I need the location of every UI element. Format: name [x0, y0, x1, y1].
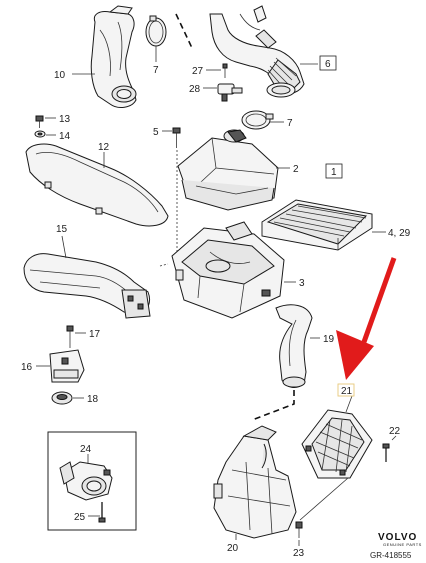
- airbox-housing-part-3[interactable]: [171, 221, 285, 319]
- callout-10: 10: [54, 70, 66, 81]
- callout-13: 13: [59, 114, 71, 125]
- resonator-duct-part-15[interactable]: [23, 253, 151, 319]
- screw-part-23[interactable]: [295, 521, 303, 538]
- screw-part-22[interactable]: [382, 443, 390, 462]
- assembly-path-line: [175, 13, 193, 49]
- assembly-path-line-lower: [251, 390, 295, 421]
- callout-2: 2: [293, 164, 299, 175]
- callout-25: 25: [74, 512, 86, 523]
- callout-box-21: [337, 383, 355, 397]
- callout-14: 14: [59, 131, 71, 142]
- hose-clamp-part-7-top[interactable]: [145, 15, 167, 47]
- hose-part-19[interactable]: [275, 304, 313, 388]
- red-pointer-arrow: [336, 257, 397, 380]
- hose-clamp-part-7-right[interactable]: [241, 110, 274, 130]
- bolt-part-13[interactable]: [35, 115, 44, 128]
- volvo-genuine-parts-logo: VOLVO GENUINE PARTS: [378, 532, 422, 547]
- callout-27: 27: [192, 66, 204, 77]
- callout-23: 23: [293, 548, 305, 559]
- bolt-part-17[interactable]: [66, 325, 74, 348]
- screw-part-25[interactable]: [98, 502, 106, 523]
- callout-3: 3: [299, 278, 305, 289]
- callout-22: 22: [389, 426, 401, 437]
- intake-duct-part-10[interactable]: [90, 5, 137, 108]
- callout-21: 21: [341, 386, 353, 397]
- callout-box-6: [319, 55, 337, 71]
- callout-24: 24: [80, 444, 92, 455]
- callout-16: 16: [21, 362, 33, 373]
- brand-sub: GENUINE PARTS: [383, 542, 422, 547]
- callout-17: 17: [89, 329, 101, 340]
- callout-19: 19: [323, 334, 335, 345]
- callout-1: 1: [331, 167, 337, 178]
- callout-box-1: [325, 163, 343, 179]
- callout-6: 6: [325, 59, 331, 70]
- callout-18: 18: [87, 394, 99, 405]
- bolt-part-5[interactable]: [172, 127, 181, 148]
- callout-20: 20: [227, 543, 239, 554]
- callout-15: 15: [56, 224, 68, 235]
- screw-part-27[interactable]: [222, 63, 228, 78]
- airbox-cover-part-2[interactable]: [177, 129, 279, 211]
- callout-5: 5: [153, 127, 159, 138]
- washer-part-14[interactable]: [34, 130, 46, 138]
- callout-7-right: 7: [287, 118, 293, 129]
- cover-plate-part-12[interactable]: [25, 143, 169, 227]
- callout-4-29: 4, 29: [388, 228, 411, 239]
- bracket-part-16[interactable]: [49, 349, 85, 383]
- throttle-adapter-part-24[interactable]: [59, 461, 113, 501]
- callout-7-top: 7: [153, 65, 159, 76]
- brand-name: VOLVO: [378, 532, 417, 543]
- grommet-part-18[interactable]: [51, 391, 73, 405]
- sensor-part-28[interactable]: [217, 83, 243, 102]
- intake-grille-part-21[interactable]: [301, 409, 373, 479]
- intake-snorkel-part-20[interactable]: [213, 425, 297, 539]
- callout-12: 12: [98, 142, 110, 153]
- diagram-reference: GR-418555: [370, 551, 412, 560]
- intake-hose-part-6[interactable]: [209, 5, 305, 98]
- filter-element-part-4-29[interactable]: [261, 199, 373, 251]
- callout-28: 28: [189, 84, 201, 95]
